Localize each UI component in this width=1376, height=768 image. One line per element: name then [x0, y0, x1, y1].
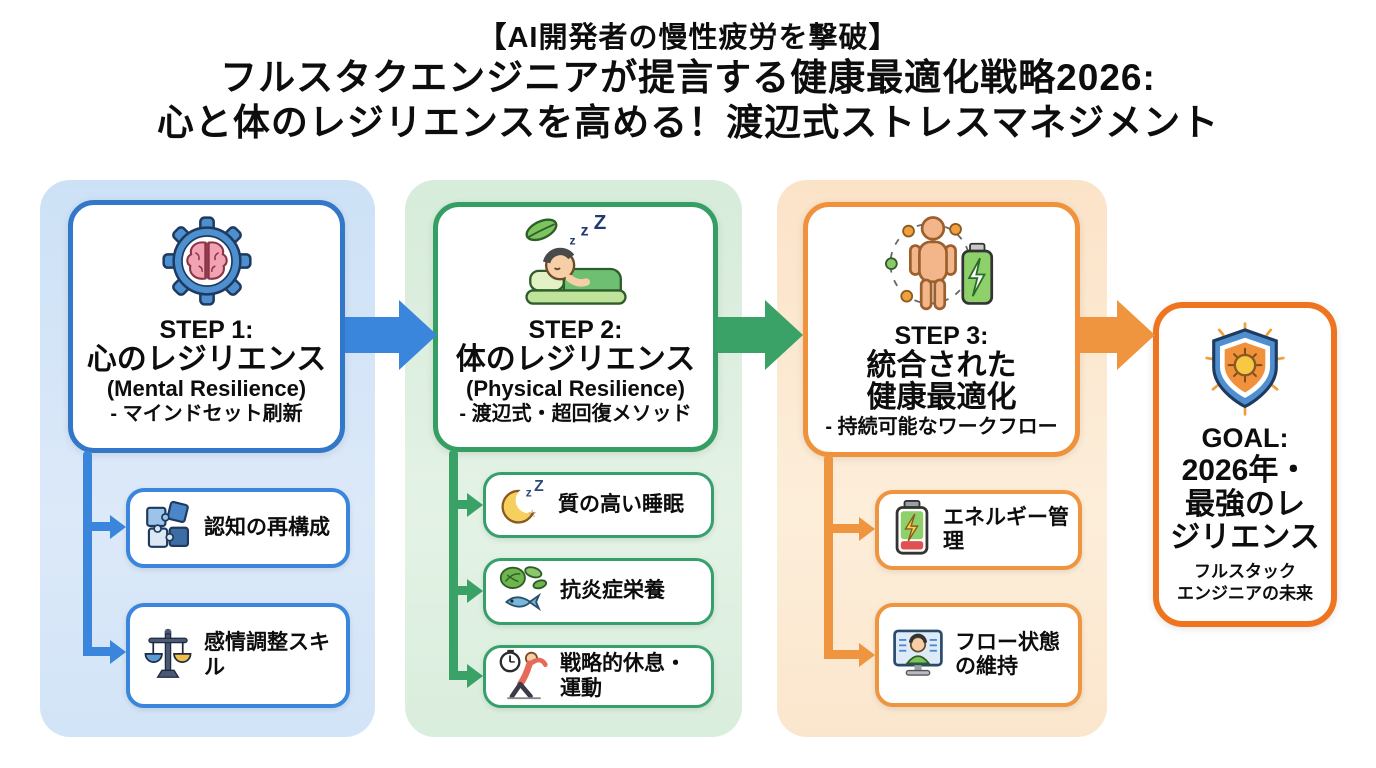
- goal-subtitle: フルスタック エンジニアの未来: [1177, 561, 1313, 605]
- svg-text:☆: ☆: [528, 508, 537, 519]
- step1-note: - マインドセット刷新: [110, 403, 303, 426]
- step2-branch3-arrowhead: [467, 664, 483, 688]
- svg-text:z: z: [526, 485, 532, 499]
- step2-branch-line: [449, 450, 458, 680]
- shield-sun-icon: [1202, 322, 1288, 421]
- greens-fish-icon: [498, 563, 550, 620]
- moon-icon: z Z ☆: [498, 477, 548, 533]
- step2-subtitle: (Physical Resilience): [466, 376, 685, 402]
- step2-item-quality-sleep: z Z ☆ 質の高い睡眠: [483, 472, 714, 538]
- step1-branch1-arrowhead: [110, 515, 126, 539]
- step2-item1-label: 質の高い睡眠: [558, 492, 684, 516]
- scale-icon: [142, 625, 194, 686]
- step3-item1-label: エネルギー管理: [943, 505, 1069, 553]
- step1-item2-label: 感情調整スキル: [204, 631, 330, 679]
- step1-item-cognitive-restructuring: 認知の再構成: [126, 488, 350, 568]
- svg-text:Z: Z: [593, 213, 606, 234]
- step3-card: STEP 3: 統合された 健康最適化 - 持続可能なワークフロー: [803, 202, 1080, 457]
- step2-note: - 渡辺式・超回復メソッド: [459, 403, 692, 426]
- step3-item2-label: フロー状態 の維持: [955, 630, 1060, 678]
- step3-note: - 持続可能なワークフロー: [825, 415, 1058, 438]
- step3-branch-line: [824, 455, 833, 659]
- step3-title-line2: 健康最適化: [866, 381, 1017, 415]
- step3-label: STEP 3:: [894, 322, 989, 350]
- goal-title-line2: 最強のレ: [1185, 487, 1305, 521]
- arrow-step2-to-step3: [717, 300, 803, 370]
- step2-item3-label: 戦略的休息・運動: [560, 652, 686, 700]
- step2-label: STEP 2:: [528, 316, 623, 344]
- main-title: 【AI開発者の慢性疲労を撃破】 フルスタクエンジニアが提言する健康最適化戦略20…: [0, 20, 1376, 145]
- arrow-step1-to-step2: [345, 300, 437, 370]
- step1-card: STEP 1: 心のレジリエンス (Mental Resilience) - マ…: [68, 200, 345, 453]
- svg-text:Z: Z: [534, 478, 544, 495]
- goal-title-line1: 2026年・: [1181, 454, 1309, 488]
- step3-branch1: [824, 524, 859, 533]
- step2-title: 体のレジリエンス: [455, 343, 696, 376]
- step3-title-line1: 統合された: [866, 349, 1017, 382]
- step2-item2-label: 抗炎症栄養: [560, 579, 665, 603]
- title-line-1: 【AI開発者の慢性疲労を撃破】: [477, 22, 899, 54]
- puzzle-icon: [142, 500, 194, 557]
- title-line-2: フルスタクエンジニアが提言する健康最適化戦略2026:: [220, 57, 1156, 99]
- step3-branch1-arrowhead: [859, 517, 875, 541]
- goal-label: GOAL:: [1201, 423, 1289, 453]
- step1-title: 心のレジリエンス: [86, 343, 327, 376]
- step2-branch2-arrowhead: [467, 579, 483, 603]
- step1-branch2-arrowhead: [110, 640, 126, 664]
- step3-item-energy-management: エネルギー管理: [875, 490, 1082, 570]
- step1-subtitle: (Mental Resilience): [106, 376, 307, 402]
- stopwatch-stretch-icon: [498, 648, 550, 705]
- sleeping-person-icon: z z Z: [514, 211, 638, 316]
- svg-text:z: z: [580, 222, 588, 239]
- step2-branch1: [449, 500, 467, 509]
- step1-item-emotion-regulation: 感情調整スキル: [126, 603, 350, 708]
- step2-item-strategic-rest-exercise: 戦略的休息・運動: [483, 645, 714, 708]
- goal-subtitle-line2: エンジニアの未来: [1177, 583, 1313, 603]
- step3-branch2-arrowhead: [859, 643, 875, 667]
- step1-branch2: [83, 647, 110, 656]
- step3-branch2: [824, 650, 859, 659]
- step1-branch1: [83, 522, 110, 531]
- step2-branch2: [449, 586, 467, 595]
- step2-branch1-arrowhead: [467, 493, 483, 517]
- step1-item1-label: 認知の再構成: [204, 515, 330, 539]
- brain-gear-icon: [155, 211, 259, 316]
- step2-branch3: [449, 671, 467, 680]
- svg-text:z: z: [569, 234, 575, 248]
- goal-card: GOAL: 2026年・ 最強のレ ジリエンス フルスタック エンジニアの未来: [1153, 302, 1337, 627]
- step1-label: STEP 1:: [159, 316, 254, 344]
- step2-card: z z Z STEP 2: 体のレジリエンス (Physical Resilie…: [433, 202, 718, 452]
- step3-item-flow-state: フロー状態 の維持: [875, 603, 1082, 707]
- monitor-person-icon: [891, 628, 945, 683]
- step1-branch-line: [83, 451, 92, 656]
- goal-title-line3: ジリエンス: [1170, 521, 1320, 555]
- person-battery-icon: [883, 213, 1001, 322]
- arrow-step3-to-goal: [1080, 300, 1155, 370]
- battery-icon: [891, 499, 933, 561]
- step2-item-anti-inflammatory-nutrition: 抗炎症栄養: [483, 558, 714, 625]
- goal-subtitle-line1: フルスタック: [1194, 561, 1296, 581]
- title-line-3: 心と体のレジリエンスを高める！渡辺式ストレスマネジメント: [156, 101, 1220, 143]
